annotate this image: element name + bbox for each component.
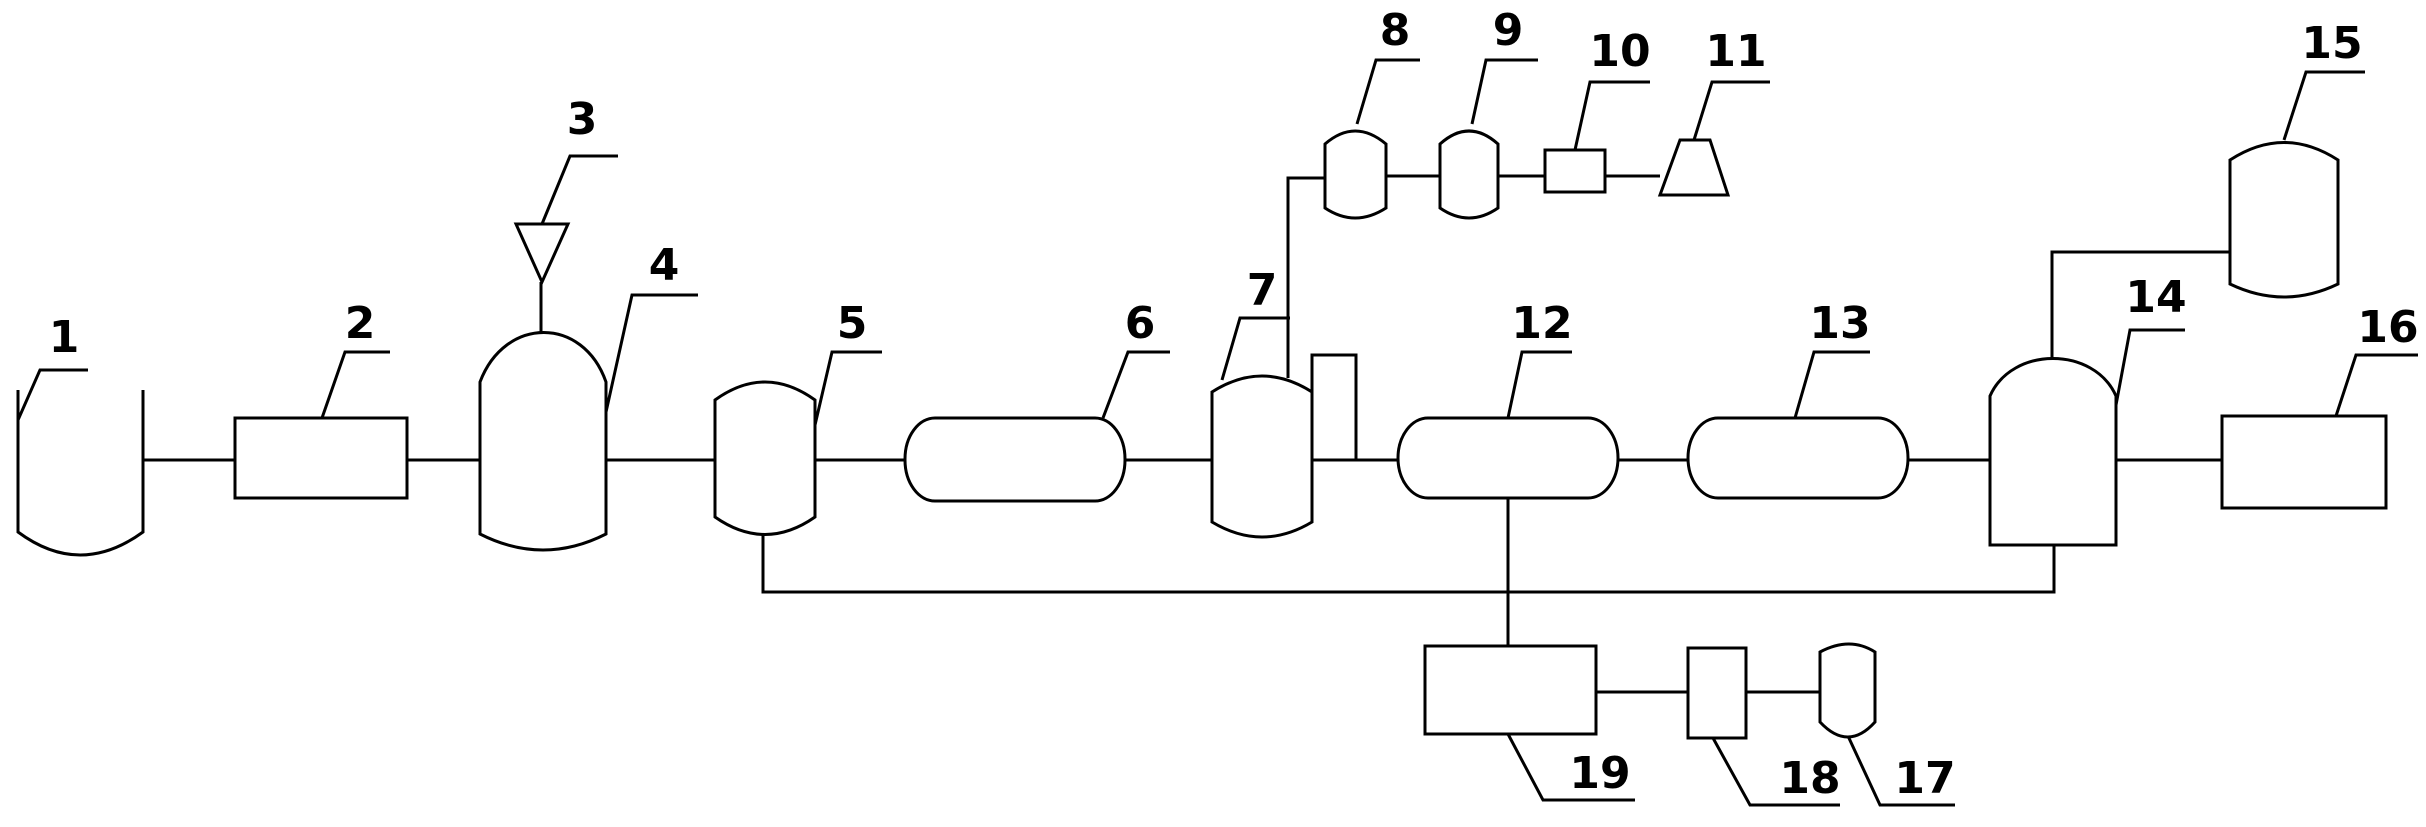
unit-8-small-drum bbox=[1323, 129, 1388, 220]
unit-12-horizontal-vessel bbox=[1396, 416, 1620, 500]
label-19: 19 bbox=[1569, 748, 1630, 799]
label-10: 10 bbox=[1589, 26, 1650, 77]
leader-15 bbox=[2282, 70, 2365, 141]
unit-18-small-box bbox=[1686, 646, 1748, 740]
label-16: 16 bbox=[2357, 302, 2418, 353]
label-3: 3 bbox=[567, 94, 598, 145]
leader-8 bbox=[1355, 58, 1420, 125]
pipe-7-overflow-loop bbox=[1310, 353, 1358, 462]
leader-5 bbox=[813, 350, 882, 426]
pipe-14-15 bbox=[2050, 250, 2230, 377]
leader-12 bbox=[1506, 350, 1572, 419]
leader-9 bbox=[1470, 58, 1538, 125]
unit-6-horizontal-vessel bbox=[903, 416, 1127, 503]
label-8: 8 bbox=[1380, 5, 1411, 56]
unit-19-box bbox=[1423, 644, 1598, 736]
label-6: 6 bbox=[1125, 298, 1156, 349]
label-12: 12 bbox=[1511, 298, 1572, 349]
pipe-return-line bbox=[761, 532, 2056, 594]
pipe-7-8 bbox=[1286, 176, 1325, 378]
unit-10-small-box bbox=[1543, 148, 1607, 194]
leader-14 bbox=[2114, 328, 2185, 406]
unit-1-open-vessel bbox=[16, 390, 145, 557]
unit-14-dome-vessel bbox=[1988, 357, 2118, 547]
leader-10 bbox=[1573, 80, 1650, 151]
unit-2-box bbox=[233, 416, 409, 500]
number-labels: 1 2 3 4 5 6 7 8 9 10 11 12 13 14 15 16 1… bbox=[49, 5, 2419, 804]
leader-3 bbox=[540, 154, 618, 225]
unit-13-horizontal-vessel bbox=[1686, 416, 1910, 500]
unit-17-small-vessel bbox=[1818, 642, 1877, 739]
label-15: 15 bbox=[2301, 18, 2362, 69]
unit-5-vertical-drum bbox=[713, 380, 817, 536]
leader-13 bbox=[1793, 350, 1870, 419]
leader-1 bbox=[16, 368, 88, 421]
label-5: 5 bbox=[837, 298, 868, 349]
leader-7 bbox=[1220, 316, 1290, 381]
label-2: 2 bbox=[345, 298, 376, 349]
leader-18 bbox=[1711, 737, 1840, 807]
unit-11-trapezoid bbox=[1657, 138, 1731, 197]
label-14: 14 bbox=[2125, 272, 2186, 323]
leader-6 bbox=[1101, 350, 1170, 419]
unit-9-small-drum bbox=[1438, 129, 1500, 220]
leader-4 bbox=[604, 293, 698, 413]
leader-2 bbox=[320, 350, 390, 419]
pipe-lines bbox=[143, 174, 2230, 694]
label-7: 7 bbox=[1247, 265, 1278, 316]
label-18: 18 bbox=[1779, 753, 1840, 804]
unit-16-box bbox=[2220, 414, 2388, 510]
unit-3-funnel bbox=[513, 222, 571, 286]
unit-4-dome-vessel bbox=[478, 331, 608, 552]
unit-7-vertical-drum bbox=[1210, 374, 1314, 539]
label-1: 1 bbox=[49, 312, 80, 363]
label-17: 17 bbox=[1894, 753, 1955, 804]
label-13: 13 bbox=[1809, 298, 1870, 349]
leader-lines bbox=[16, 58, 2418, 807]
label-9: 9 bbox=[1493, 5, 1524, 56]
leader-17 bbox=[1846, 735, 1955, 807]
label-11: 11 bbox=[1705, 26, 1766, 77]
unit-15-vertical-tank bbox=[2228, 141, 2340, 299]
leader-19 bbox=[1506, 733, 1635, 802]
leader-11 bbox=[1692, 80, 1770, 141]
label-4: 4 bbox=[649, 240, 680, 291]
leader-16 bbox=[2334, 353, 2418, 417]
